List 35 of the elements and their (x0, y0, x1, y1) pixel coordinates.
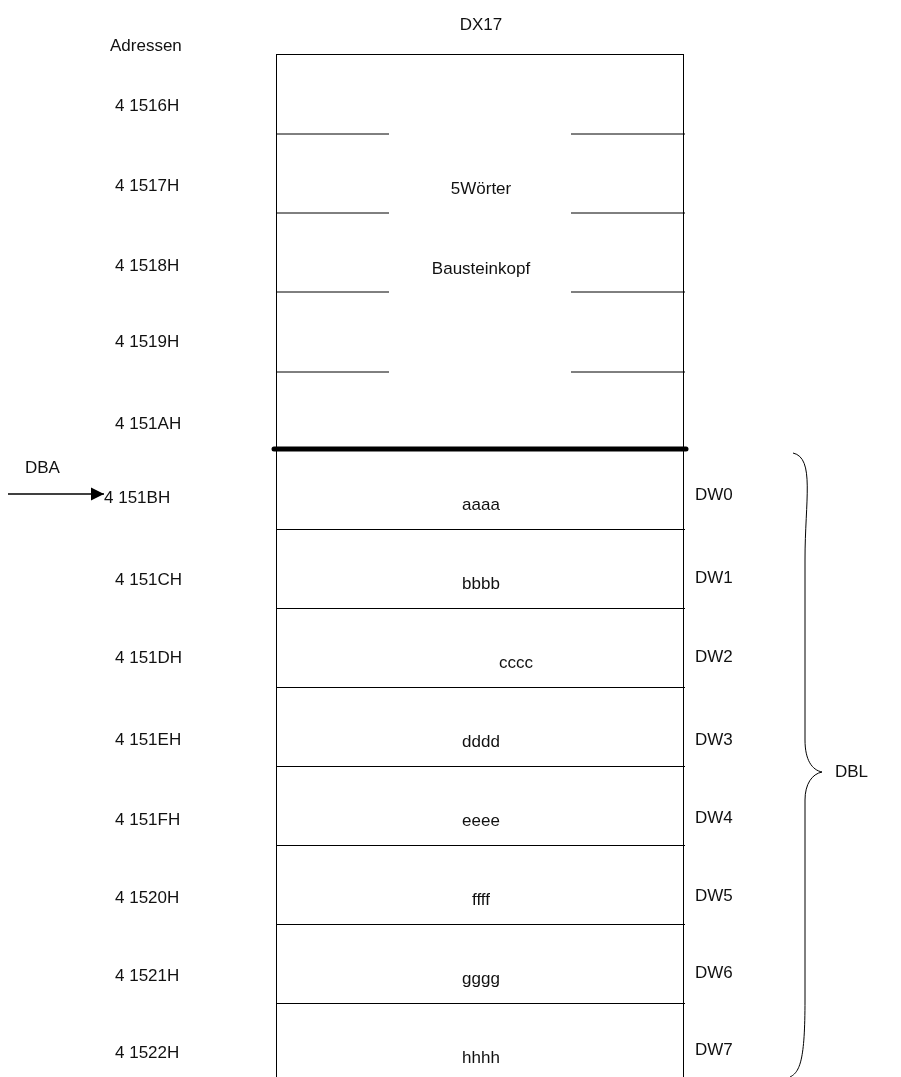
address-label: 4 1521H (115, 966, 180, 986)
address-label: 4 1516H (115, 96, 180, 116)
data-word-label: DW2 (695, 647, 733, 667)
address-label: 4 1518H (115, 256, 180, 276)
data-word-label: DW6 (695, 963, 733, 983)
data-word-label: DW5 (695, 886, 733, 906)
address-label: 4 151CH (115, 570, 183, 590)
address-label: 4 151AH (115, 414, 182, 434)
address-label: 4 151FH (115, 810, 181, 830)
node-text: 4 151BH (104, 488, 171, 508)
block-title: DX17 (458, 15, 504, 35)
address-label: 4 1522H (115, 1043, 180, 1063)
data-word-label: DW7 (695, 1040, 733, 1060)
data-value: aaaa (461, 495, 501, 515)
address-label: 4 1520H (115, 888, 180, 908)
header-text: 5Wörter (449, 179, 513, 199)
data-word-label: DW4 (695, 808, 733, 828)
address-label: 4 1519H (115, 332, 180, 352)
data-word-label: DW0 (695, 485, 733, 505)
data-word-label: DW3 (695, 730, 733, 750)
address-label: 4 1517H (115, 176, 180, 196)
column-heading: Adressen (110, 36, 182, 56)
data-word-label: DW1 (695, 568, 733, 588)
data-value: hhhh (461, 1048, 501, 1068)
address-label: 4 151DH (115, 648, 183, 668)
node-text: DBA (25, 458, 60, 478)
data-value: bbbb (461, 574, 501, 594)
header-text: Bausteinkopf (430, 259, 532, 279)
data-value: gggg (461, 969, 501, 989)
data-value: dddd (461, 732, 501, 752)
arrow (7, 487, 105, 501)
data-value: eeee (461, 811, 501, 831)
address-label: 4 151EH (115, 730, 182, 750)
bracket-label: DBL (835, 762, 869, 782)
data-value: ffff (471, 890, 491, 910)
